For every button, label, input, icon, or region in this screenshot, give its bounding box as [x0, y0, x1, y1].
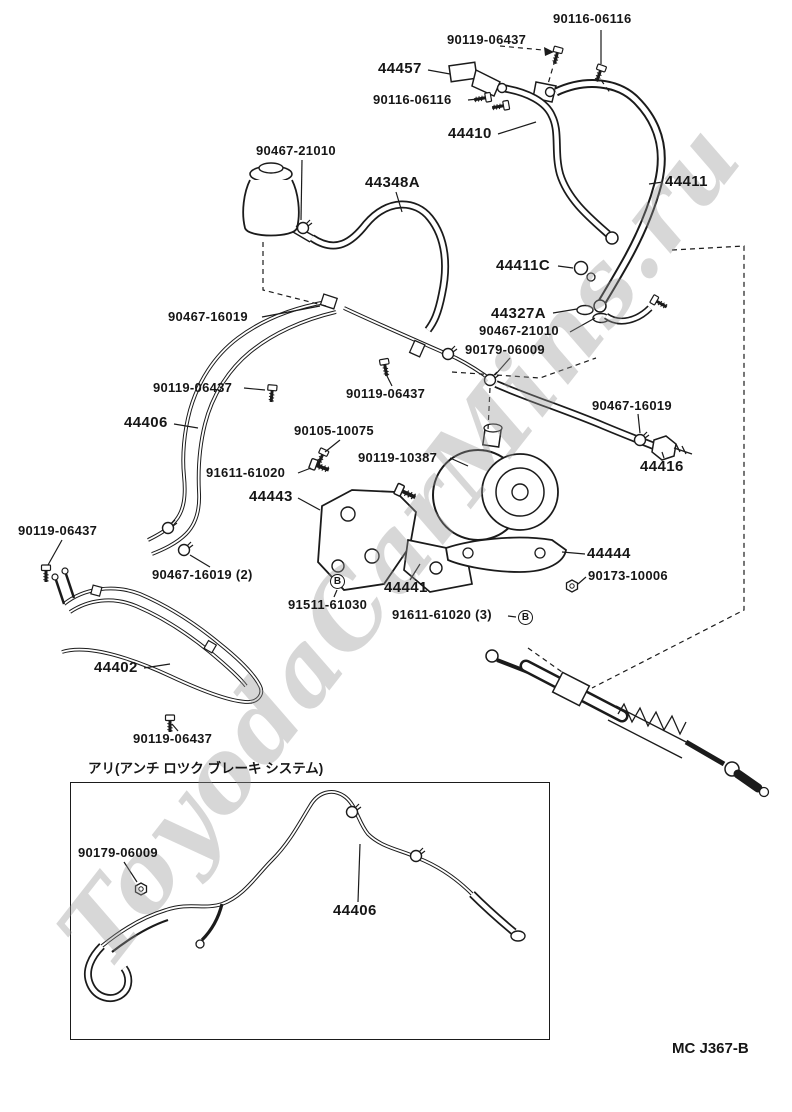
inset-tube-44406: [83, 790, 526, 1003]
hose-44411: [496, 79, 666, 313]
part-label-90119-06437-e: 90119-06437: [133, 731, 213, 746]
part-label-44444: 44444: [587, 545, 631, 562]
part-label-91611-61020-a: 91611-61020: [206, 465, 286, 480]
part-label-90467-16019-b: 90467-16019: [592, 398, 672, 413]
part-label-44410: 44410: [448, 125, 492, 142]
part-label-90467-16019-a: 90467-16019: [168, 309, 248, 324]
dashed-lines: [262, 45, 745, 689]
part-label-44411c: 44411C: [496, 257, 551, 274]
part-label-44443: 44443: [249, 488, 293, 505]
inset-caption: アリ(アンチ ロツク ブレーキ システム): [88, 761, 324, 776]
part-label-44406-b: 44406: [333, 902, 377, 919]
circled-b-marker-1: B: [330, 574, 345, 589]
part-label-44416: 44416: [640, 458, 684, 475]
part-label-90116-06116-b: 90116-06116: [373, 92, 452, 107]
diagram-code: MC J367-B: [672, 1040, 749, 1057]
fitting-44416: [651, 435, 693, 461]
part-label-90119-06437-d: 90119-06437: [18, 523, 98, 538]
bracket-44444: [444, 536, 567, 573]
pump-assembly: [432, 423, 559, 541]
hose-to-44416: [494, 380, 656, 450]
part-label-90119-06437-c: 90119-06437: [346, 386, 426, 401]
part-label-90467-21010-a: 90467-21010: [256, 143, 336, 158]
part-label-90105-10075: 90105-10075: [294, 423, 374, 438]
reservoir: [242, 162, 315, 243]
hose-44348a: [309, 200, 450, 333]
part-label-91611-61020-b: 91611-61020 (3): [392, 607, 492, 622]
part-label-90179-06009-b: 90179-06009: [78, 845, 158, 860]
part-label-44348a: 44348A: [365, 174, 420, 191]
tube-44402: [51, 567, 264, 704]
washers-44327a: [576, 304, 653, 325]
tubes-44406: [147, 293, 496, 556]
part-label-90119-06437-b: 90119-06437: [153, 380, 233, 395]
bracket-44457: [448, 61, 557, 103]
part-label-90467-21010-b: 90467-21010: [479, 323, 559, 338]
bracket-44443: [317, 489, 417, 591]
abs-inset-box: [70, 782, 550, 1040]
part-label-44411: 44411: [665, 173, 708, 190]
part-label-91511-61030: 91511-61030: [288, 597, 368, 612]
part-label-44406-a: 44406: [124, 414, 168, 431]
fitting-44411c: [573, 260, 596, 282]
steering-rack: [485, 649, 770, 798]
part-label-90119-10387: 90119-10387: [358, 450, 438, 465]
part-label-90179-06009-a: 90179-06009: [465, 342, 545, 357]
arrow-head: [544, 47, 554, 56]
part-label-90116-06116-a: 90116-06116: [553, 11, 632, 26]
part-label-90467-16019-c: 90467-16019 (2): [152, 567, 253, 582]
hose-44410: [501, 84, 619, 245]
part-label-44327a: 44327A: [491, 305, 546, 322]
leader-lines: [47, 30, 665, 903]
part-label-90119-06437-a: 90119-06437: [447, 32, 527, 47]
part-label-44402: 44402: [94, 659, 138, 676]
part-label-44441: 44441: [384, 579, 428, 596]
part-label-90173-10006: 90173-10006: [588, 568, 668, 583]
circled-b-marker-2: B: [518, 610, 533, 625]
part-label-44457: 44457: [378, 60, 422, 77]
